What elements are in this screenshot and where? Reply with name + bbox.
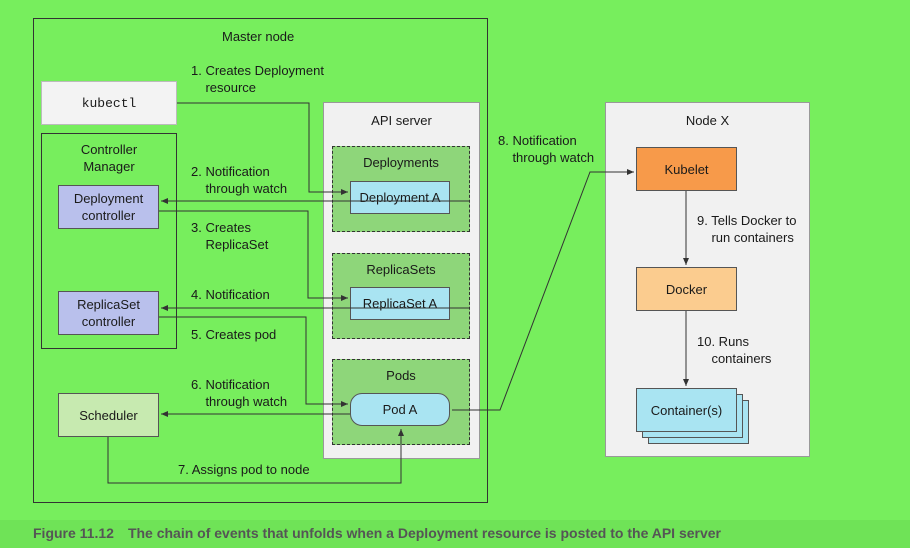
replicaset-controller-box[interactable]: ReplicaSet controller bbox=[58, 291, 159, 335]
replicasets-title: ReplicaSets bbox=[366, 262, 436, 277]
containers-label: Container(s) bbox=[650, 402, 723, 418]
step-5-label: 5. Creates pod bbox=[191, 327, 277, 342]
deployment-controller-box[interactable]: Deployment controller bbox=[58, 185, 159, 229]
pod-a-label: Pod A bbox=[382, 402, 418, 417]
caption-bar bbox=[0, 520, 910, 548]
step-3-label: 3. Creates ReplicaSet bbox=[191, 220, 269, 252]
step-8-label: 8. Notification through watch bbox=[498, 133, 595, 165]
step-10-label: 10. Runs containers bbox=[697, 334, 772, 366]
step-2-label: 2. Notification through watch bbox=[191, 164, 288, 196]
scheduler-label: Scheduler bbox=[79, 407, 138, 423]
replicaset-controller-label: ReplicaSet controller bbox=[77, 297, 140, 329]
arrow-step-1 bbox=[177, 102, 348, 195]
arrow-step-8 bbox=[452, 169, 634, 411]
kubectl-box[interactable]: kubectl bbox=[41, 81, 177, 125]
api-server-title: API server bbox=[371, 113, 432, 128]
arrow-step-5 bbox=[159, 316, 348, 407]
step-7-label: 7. Assigns pod to node bbox=[178, 462, 310, 477]
replicaset-a-label: ReplicaSet A bbox=[362, 296, 438, 311]
pods-title: Pods bbox=[386, 368, 416, 383]
step-6-label: 6. Notification through watch bbox=[191, 377, 288, 409]
deployment-controller-label: Deployment controller bbox=[73, 191, 144, 223]
controller-manager-frame bbox=[41, 133, 177, 349]
controller-manager-title: Controller Manager bbox=[80, 142, 138, 174]
containers-box[interactable]: Container(s) bbox=[636, 388, 737, 432]
kubelet-label: Kubelet bbox=[664, 161, 709, 177]
master-node-title: Master node bbox=[222, 29, 295, 44]
master-node-frame bbox=[33, 18, 488, 503]
arrow-step-3 bbox=[159, 210, 348, 301]
pod-a-box[interactable]: Pod A bbox=[350, 393, 450, 426]
step-1-label: 1. Creates Deployment resource bbox=[191, 63, 324, 95]
replicaset-a-box[interactable]: ReplicaSet A bbox=[350, 287, 450, 320]
step-9-label: 9. Tells Docker to run containers bbox=[697, 213, 797, 245]
kubelet-box[interactable]: Kubelet bbox=[636, 147, 737, 191]
step-4-label: 4. Notification bbox=[191, 287, 270, 302]
node-x-title: Node X bbox=[685, 113, 730, 128]
figure-caption: Figure 11.12 The chain of events that unf… bbox=[33, 525, 721, 541]
scheduler-box[interactable]: Scheduler bbox=[58, 393, 159, 437]
kubectl-label: kubectl bbox=[81, 95, 137, 111]
deployment-a-box[interactable]: Deployment A bbox=[350, 181, 450, 214]
docker-label: Docker bbox=[665, 281, 708, 297]
figure-caption-text: The chain of events that unfolds when a … bbox=[127, 525, 721, 541]
docker-box[interactable]: Docker bbox=[636, 267, 737, 311]
figure-number: Figure 11.12 bbox=[33, 525, 114, 541]
deployments-title: Deployments bbox=[363, 155, 439, 170]
arrow-step-7 bbox=[107, 429, 404, 484]
